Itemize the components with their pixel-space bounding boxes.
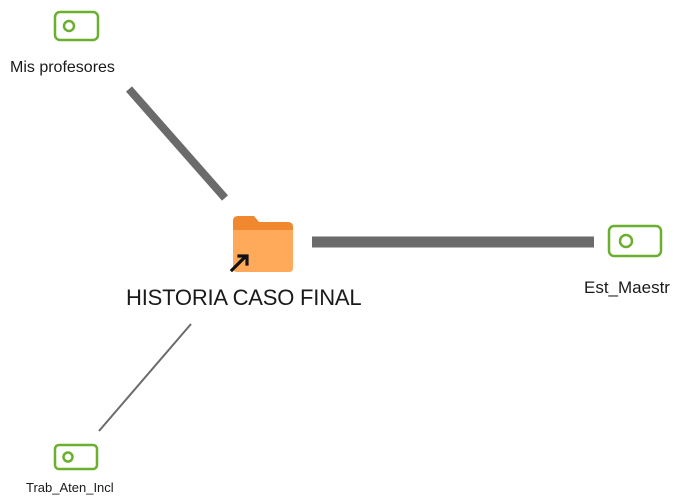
node-mis-profesores[interactable] <box>53 10 100 42</box>
folder-front <box>233 230 293 272</box>
node-label-mis-profesores: Mis profesores <box>10 59 115 76</box>
folder-shortcut-icon <box>229 216 293 273</box>
tag-icon <box>53 443 99 471</box>
shortcut-arrow <box>229 254 249 273</box>
edge-top <box>125 86 229 201</box>
edge-bottom <box>98 323 192 432</box>
node-est-maestr[interactable] <box>607 224 663 258</box>
central-node[interactable] <box>229 216 293 273</box>
node-label-trab-aten-incl: Trab_Aten_Incl <box>26 480 114 495</box>
tag-icon <box>607 224 663 258</box>
node-label-est-maestr: Est_Maestr <box>584 278 670 297</box>
tag-icon <box>53 10 100 42</box>
node-trab-aten-incl[interactable] <box>53 443 99 471</box>
central-node-label: HISTORIA CASO FINAL <box>126 285 362 310</box>
